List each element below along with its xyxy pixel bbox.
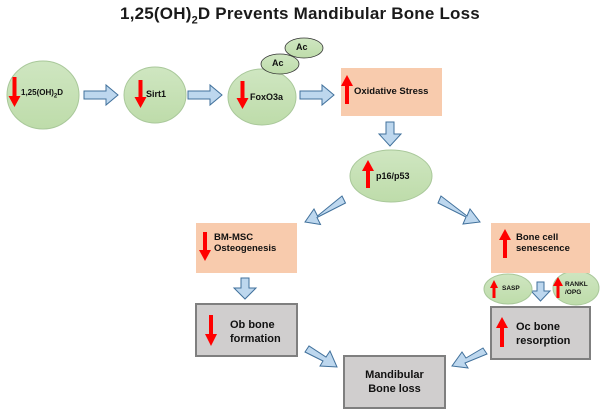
arrow-oxidative-stress-to-p16 xyxy=(377,121,403,147)
label-vitd: 1,25(OH)2D xyxy=(21,88,64,100)
indicator-bmmsc-down xyxy=(199,232,211,261)
label-ac2: Ac xyxy=(296,42,308,52)
arrow-oc-bone-to-mandibular xyxy=(451,347,488,369)
label-ob-bone: Ob bone formation xyxy=(230,318,281,347)
label-rankl: RANKL /OPG xyxy=(565,281,588,297)
label-bone-cell-line1: Bone cell xyxy=(516,232,559,243)
node-oxidative-stress-box xyxy=(341,68,442,116)
node-sasp-ellipse xyxy=(483,273,533,305)
node-bone-cell-box xyxy=(491,223,590,273)
label-ob-bone-line2: formation xyxy=(230,333,281,346)
indicator-bone-cell-up xyxy=(499,229,511,258)
arrow-p16-to-bone-cell xyxy=(437,195,481,225)
label-p16-p53: p16/p53 xyxy=(376,171,410,181)
indicator-p16-up xyxy=(362,160,374,188)
node-ac2-ellipse xyxy=(284,37,324,59)
indicator-sirt1-down xyxy=(134,80,147,108)
indicator-rankl-up xyxy=(553,277,563,298)
label-ac1: Ac xyxy=(272,58,284,68)
label-bone-cell: Bone cell senescence xyxy=(516,232,570,255)
node-ac1-ellipse xyxy=(260,53,300,75)
arrow-p16-to-bmmsc xyxy=(304,195,347,226)
indicator-foxo3a-down xyxy=(236,81,249,109)
label-oc-bone-line1: Oc bone xyxy=(516,321,561,333)
flow-arrows xyxy=(83,83,552,369)
arrow-sirt1-to-foxo3a xyxy=(187,83,223,107)
node-vitd-ellipse xyxy=(6,60,80,130)
indicator-vitd-down xyxy=(8,77,21,107)
indicator-ob-bone-down xyxy=(205,315,217,346)
label-oc-bone-line2: resorption xyxy=(516,335,571,348)
label-mandibular: Mandibular Bone loss xyxy=(344,368,445,397)
label-sasp: SASP xyxy=(502,285,520,292)
node-mandibular-box xyxy=(343,355,446,409)
label-sirt1: Sirt1 xyxy=(146,89,167,99)
label-mandibular-line1: Mandibular xyxy=(365,369,424,381)
label-oc-bone: Oc bone resorption xyxy=(516,320,570,349)
arrow-bone-cell-middle xyxy=(529,281,552,302)
label-bmmsc-line1: BM-MSC xyxy=(214,232,254,243)
arrow-foxo3a-to-oxidative-stress xyxy=(299,83,335,107)
node-oc-bone-box xyxy=(490,306,591,360)
indicator-sasp-up xyxy=(490,280,498,298)
arrow-vitd-to-sirt1 xyxy=(83,83,119,107)
label-mandibular-line2: Bone loss xyxy=(368,383,421,396)
indicator-oxidative-stress-up xyxy=(341,75,353,104)
node-bmmsc-box xyxy=(196,223,297,273)
diagram-title: 1,25(OH)2D Prevents Mandibular Bone Loss xyxy=(120,4,480,27)
node-p16-ellipse xyxy=(349,149,433,203)
label-bmmsc-line2: Osteogenesis xyxy=(214,242,277,254)
arrow-ob-bone-to-mandibular xyxy=(304,345,338,368)
label-ob-bone-line1: Ob bone xyxy=(230,319,275,331)
label-bmmsc: BM-MSC Osteogenesis xyxy=(214,232,277,255)
label-rankl-line1: RANKL xyxy=(565,281,588,288)
label-foxo3a: FoxO3a xyxy=(250,92,284,102)
label-rankl-line2: /OPG xyxy=(565,288,582,296)
node-foxo3a-ellipse xyxy=(227,68,297,126)
label-oxidative-stress: Oxidative Stress xyxy=(354,86,429,97)
label-bone-cell-line2: senescence xyxy=(516,242,570,254)
indicator-oc-bone-up xyxy=(496,317,508,347)
arrow-bmmsc-to-ob-bone xyxy=(232,277,258,300)
